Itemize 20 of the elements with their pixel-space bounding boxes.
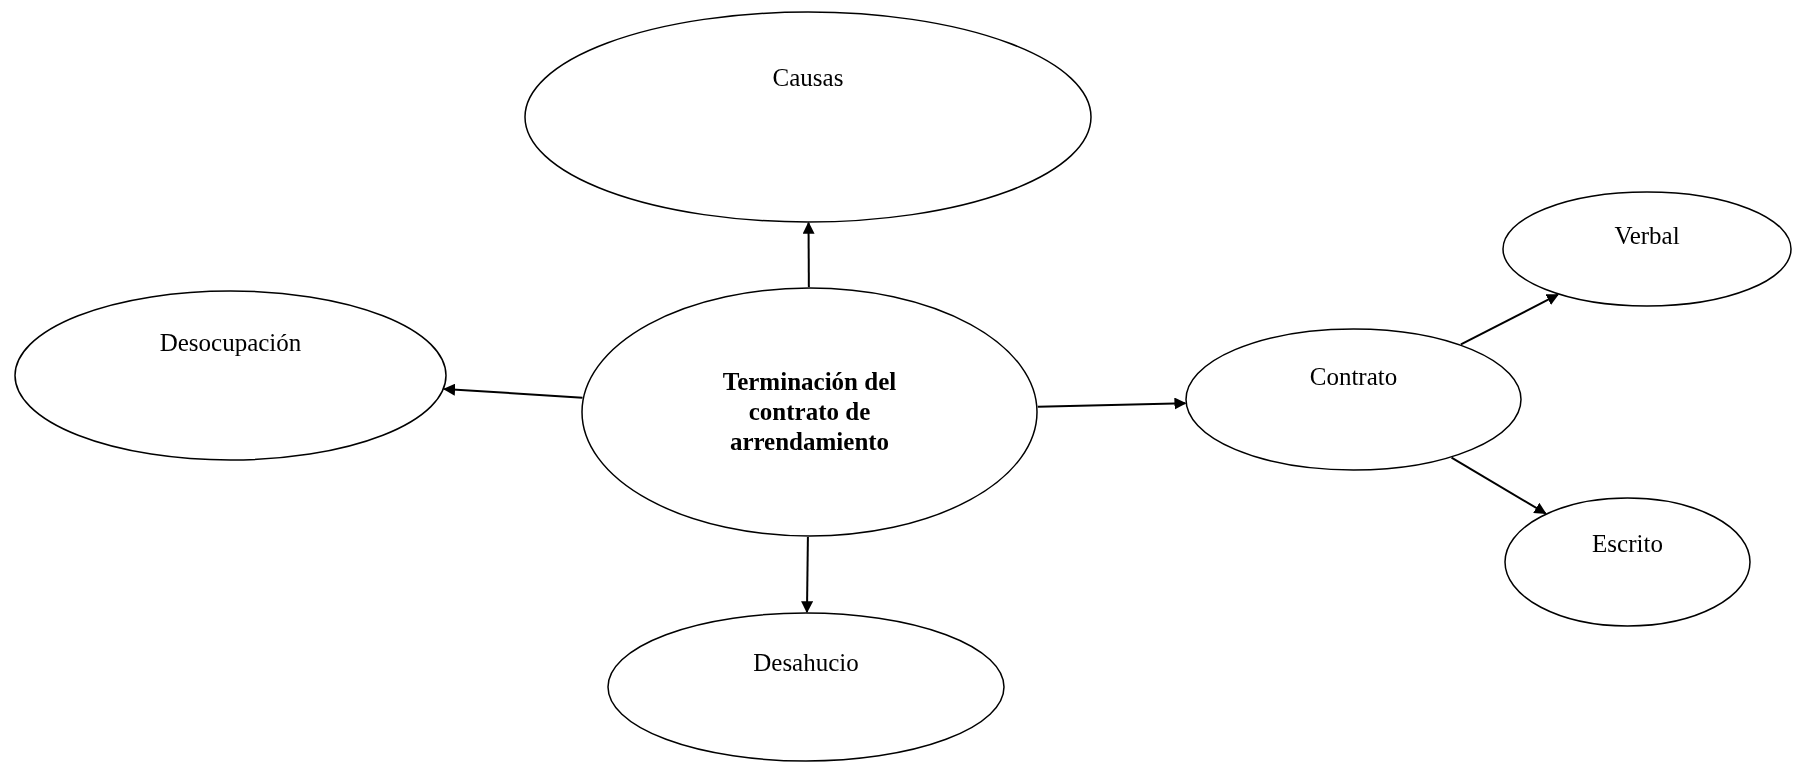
- ellipse-node: [581, 287, 1038, 537]
- node-label: Desocupación: [159, 328, 302, 358]
- ellipse-node: [1185, 328, 1522, 471]
- ellipse-node: [607, 612, 1005, 762]
- arrow: [443, 383, 584, 399]
- node-label: Escrito: [1592, 529, 1663, 559]
- arrow: [1459, 293, 1559, 346]
- ellipse-node: [1502, 191, 1792, 307]
- arrow: [1450, 456, 1547, 515]
- node-label: Contrato: [1309, 362, 1398, 392]
- node-label: Verbal: [1614, 221, 1680, 251]
- arrow: [801, 536, 814, 614]
- ellipse-node: [524, 11, 1092, 223]
- arrow: [1036, 397, 1187, 410]
- ellipse-node: [1504, 497, 1751, 627]
- arrow: [802, 221, 815, 288]
- ellipse-node: [14, 290, 447, 461]
- node-label: Causas: [772, 63, 844, 93]
- node-label: Terminación del contrato de arrendamiento: [721, 367, 898, 457]
- node-label: Desahucio: [753, 648, 859, 678]
